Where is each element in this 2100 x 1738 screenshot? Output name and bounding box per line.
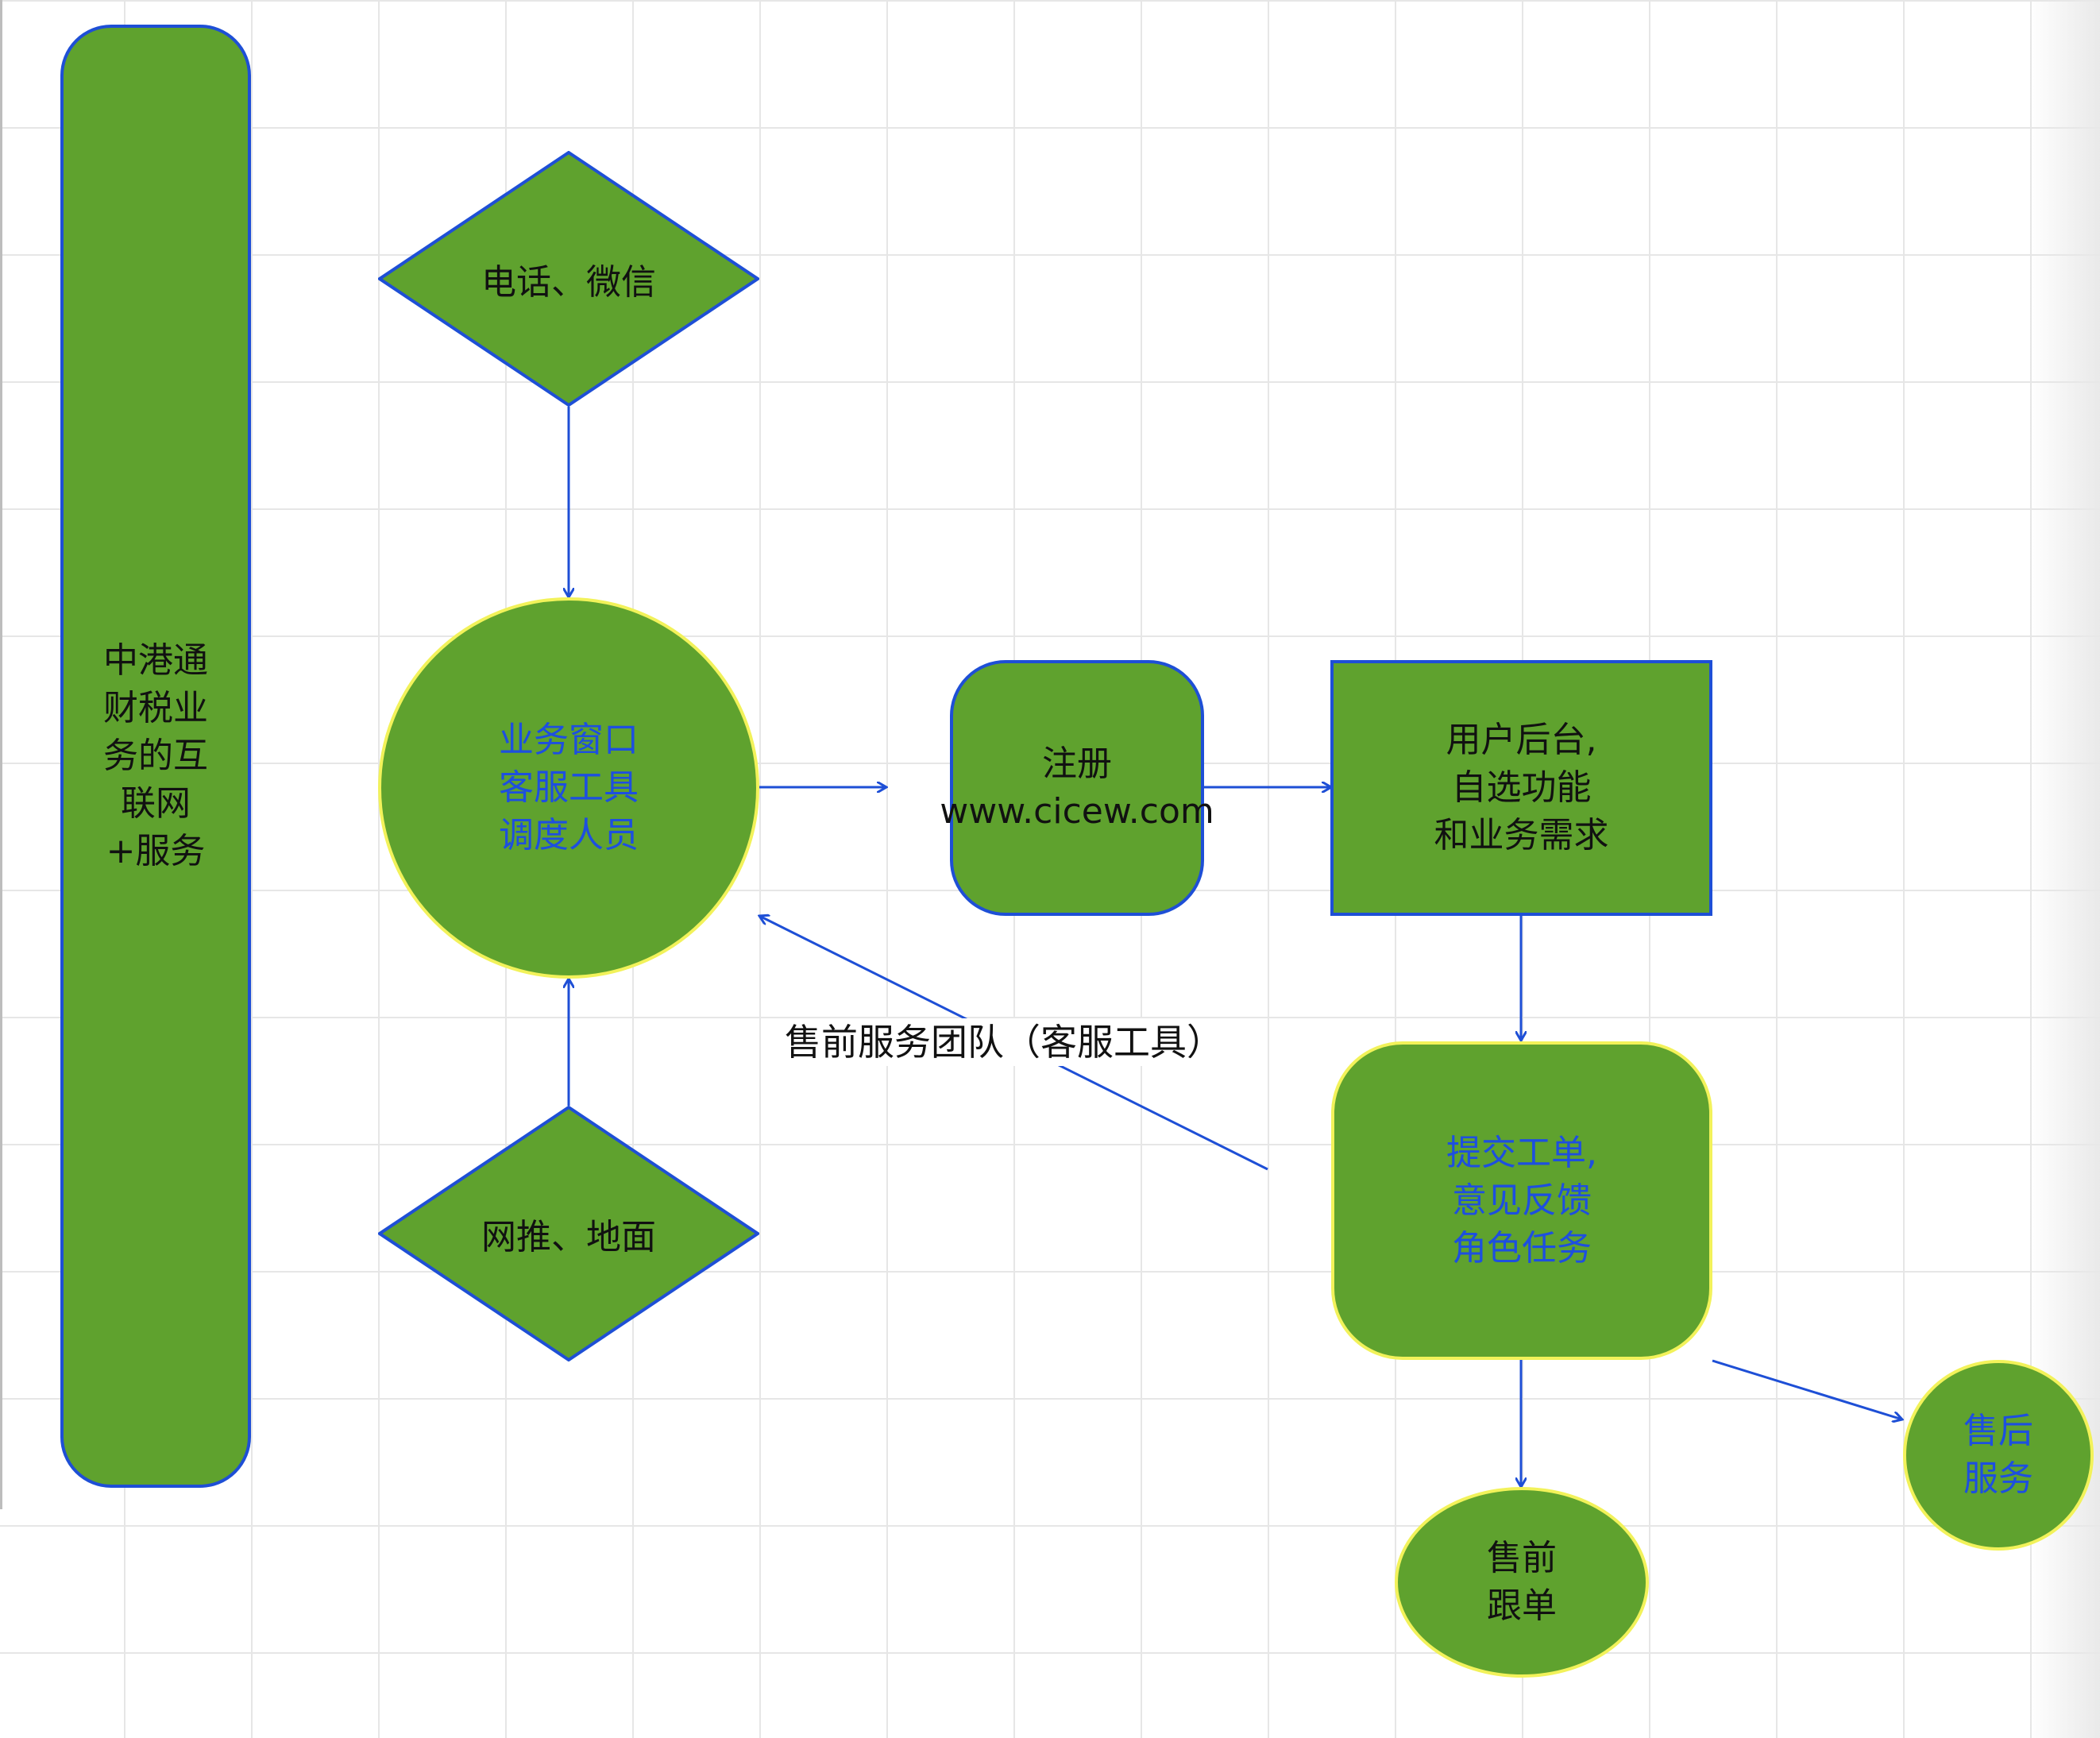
left-bar-node[interactable]: 中港通 财税业 务的互 联网 +服务 — [60, 25, 251, 1488]
after-sales-circle[interactable]: 售后 服务 — [1903, 1360, 2094, 1551]
arrow-ticket-to-aftersales — [1712, 1359, 1902, 1419]
business-window-label: 业务窗口 客服工具 调度人员 — [499, 720, 639, 855]
ground-push-diamond[interactable]: 网推、地面 — [376, 1105, 761, 1362]
canvas-left-edge — [0, 0, 2, 1509]
presales-followup-label: 售前 跟单 — [1487, 1538, 1557, 1626]
phone-wechat-diamond[interactable]: 电话、微信 — [376, 150, 761, 407]
submit-ticket-label: 提交工单, 意见反馈 角色任务 — [1446, 1132, 1597, 1269]
ground-push-label: 网推、地面 — [481, 1217, 656, 1257]
register-node[interactable]: 注册 www.cicew.com — [940, 660, 1214, 916]
after-sales-label: 售后 服务 — [1963, 1411, 2033, 1499]
presales-team-edge-label: 售前服务团队（客服工具） — [780, 1018, 1228, 1066]
left-bar-label: 中港通 财税业 务的互 联网 +服务 — [103, 640, 208, 871]
diamond-shape — [376, 1105, 761, 1362]
submit-ticket-node[interactable]: 提交工单, 意见反馈 角色任务 — [1331, 1041, 1712, 1360]
register-label: 注册 www.cicew.com — [940, 743, 1214, 832]
business-window-circle[interactable]: 业务窗口 客服工具 调度人员 — [378, 597, 759, 979]
diamond-shape — [376, 150, 761, 407]
presales-followup-ellipse[interactable]: 售前 跟单 — [1395, 1487, 1649, 1678]
user-backend-label: 用户后台, 自选功能 和业务需求 — [1434, 720, 1609, 855]
user-backend-node[interactable]: 用户后台, 自选功能 和业务需求 — [1330, 660, 1712, 916]
phone-wechat-label: 电话、微信 — [481, 262, 656, 303]
